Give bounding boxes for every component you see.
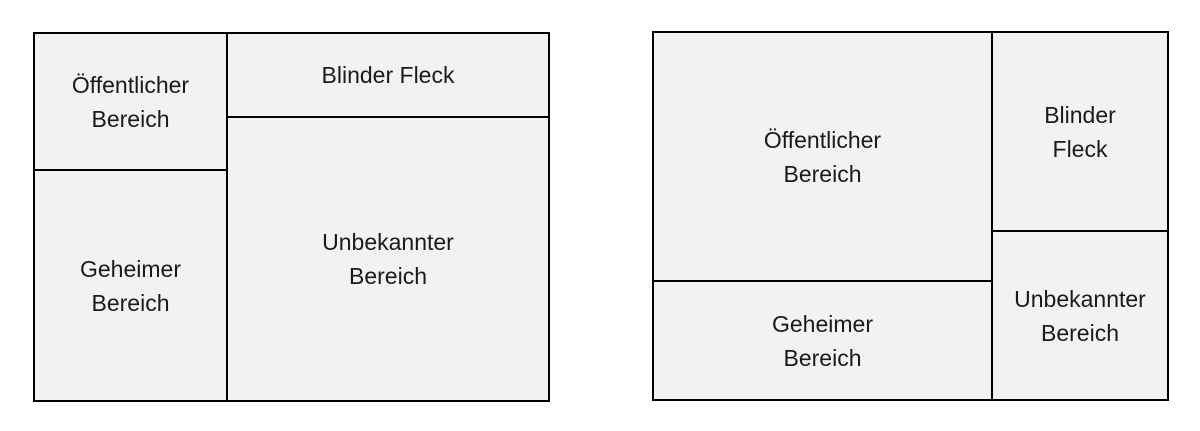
right-divider-right — [992, 230, 1167, 232]
left-vertical-divider — [226, 34, 228, 400]
johari-window-right: Öffentlicher Bereich Blinder Fleck Gehei… — [652, 31, 1169, 401]
right-pane-unbekannter-bereich: Unbekannter Bereich — [993, 232, 1167, 399]
johari-window-left: Öffentlicher Bereich Blinder Fleck Gehei… — [33, 32, 550, 402]
pane-label: Unbekannter Bereich — [1014, 285, 1146, 346]
pane-label: Geheimer Bereich — [772, 310, 873, 371]
pane-label: Geheimer Bereich — [80, 255, 181, 316]
right-pane-blinder-fleck: Blinder Fleck — [993, 33, 1167, 230]
left-pane-oeffentlicher-bereich: Öffentlicher Bereich — [35, 34, 226, 169]
pane-label: Öffentlicher Bereich — [763, 126, 882, 187]
left-pane-geheimer-bereich: Geheimer Bereich — [35, 171, 226, 400]
left-pane-blinder-fleck: Blinder Fleck — [228, 34, 548, 116]
pane-label: Öffentlicher Bereich — [71, 71, 190, 132]
right-pane-geheimer-bereich: Geheimer Bereich — [654, 282, 991, 399]
right-pane-oeffentlicher-bereich: Öffentlicher Bereich — [654, 33, 991, 280]
right-divider-left — [654, 280, 992, 282]
pane-label: Unbekannter Bereich — [322, 229, 454, 289]
right-vertical-divider — [991, 33, 993, 399]
left-divider-top-left — [35, 169, 227, 171]
pane-label: Blinder Fleck — [1044, 101, 1116, 162]
pane-label: Blinder Fleck — [321, 62, 455, 88]
left-divider-top-right — [227, 116, 548, 118]
left-pane-unbekannter-bereich: Unbekannter Bereich — [228, 118, 548, 400]
